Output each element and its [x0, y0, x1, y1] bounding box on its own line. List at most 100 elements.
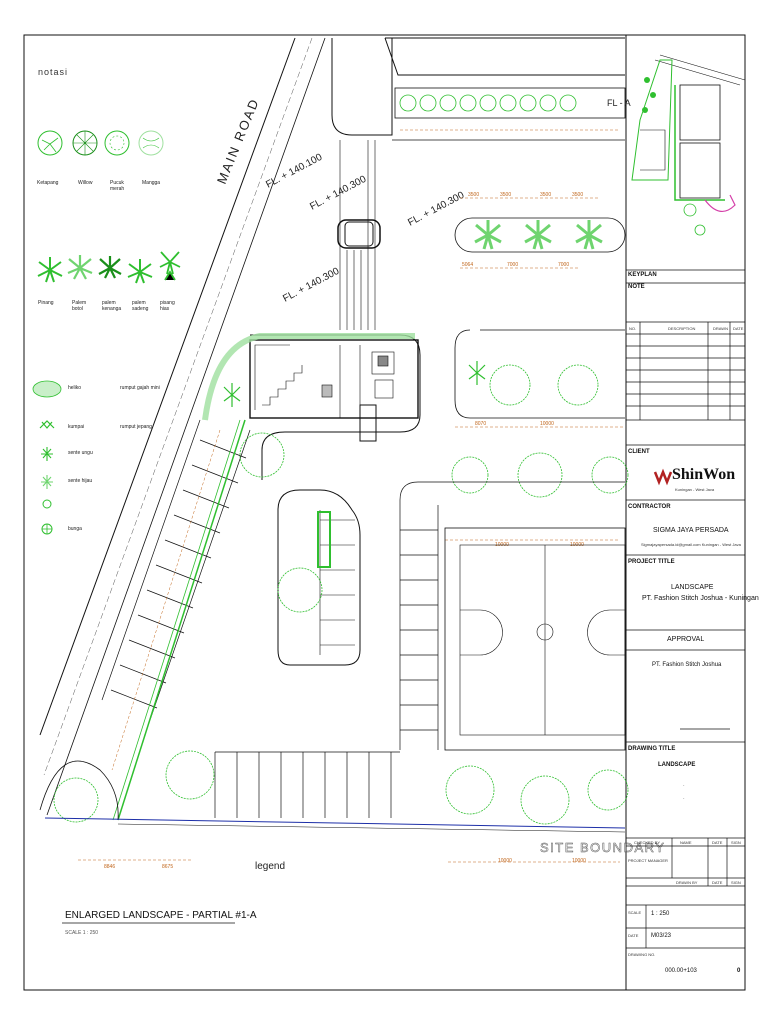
project-title-line1: LANDSCAPE [671, 584, 714, 591]
guard-hedge [202, 333, 415, 421]
legend-shrub-label-3: sente ungu [68, 450, 93, 456]
rev-header-description: DESCRIPTION [668, 326, 696, 331]
keyplan-map [631, 54, 746, 236]
titleblock-grid [626, 269, 745, 949]
boundary-trees [53, 750, 629, 825]
guard-post-building [249, 339, 419, 419]
site-boundary-line-2 [117, 823, 626, 833]
legend-heading: notasi [38, 67, 68, 77]
date-value: M03/23 [651, 933, 672, 939]
main-road-edge-inner [46, 37, 326, 816]
date-label: DATE [628, 933, 639, 938]
approval-label: APPROVAL [667, 636, 705, 643]
front-planter [394, 87, 626, 119]
legend-palm-palem-sadeng-icon [127, 259, 153, 284]
green-curb-line [117, 419, 246, 821]
dim-bottom-left-2: 8675 [162, 864, 173, 870]
dim-bottom-right-1: 10000 [498, 858, 512, 864]
legend-tree-label-1: Ketapang [37, 180, 59, 186]
elevation-label-4: FL. + 140.300 [281, 266, 341, 305]
legend-tree-willow-icon [72, 130, 98, 156]
median-planter [454, 217, 626, 253]
contractor-email: Sigmajayapersada.id@gmail.com Kuningan -… [641, 542, 741, 547]
sports-court-center-circle [536, 623, 554, 641]
legend-palm-label-1: Pinang [38, 300, 54, 306]
rev-header-drawn: DRAWN [713, 326, 728, 331]
bottom-parking-row [214, 751, 400, 818]
dim-top-2: 3500 [500, 192, 511, 198]
legend-palm-palem-kenanga-icon [98, 256, 122, 279]
legend-palm-label-2: Palem botol [72, 300, 87, 312]
legend-tree-pucuk-merah-icon [104, 130, 130, 156]
legend-shrub-kumpai-icon [39, 420, 55, 429]
scale-value: 1 : 250 [651, 911, 670, 917]
sports-court-right-key [587, 609, 625, 656]
guard-post-stairs [254, 344, 395, 418]
legend-palm-label-4: palem sadeng [132, 300, 149, 312]
legend-shrub-sente-hijau-icon [41, 475, 53, 489]
date-header-2: DATE [712, 880, 723, 885]
elevation-label-2: FL. + 140.300 [308, 174, 368, 213]
factory-building-outline [384, 37, 625, 76]
main-road-centerline [43, 37, 313, 776]
dim-park-2: 10000 [540, 421, 554, 427]
dim-bottom-left-1: 8846 [104, 864, 115, 870]
client-address: Kuningan - West Java [675, 487, 715, 492]
rev-header-no: NO. [629, 326, 637, 331]
project-title-label: PROJECT TITLE [628, 559, 675, 565]
legend-tree-mangga-icon [138, 130, 164, 156]
dim-park-1: 8070 [475, 421, 486, 427]
gate-car [344, 221, 374, 247]
revision-value: 0 [737, 968, 741, 974]
diagonal-parking-stalls [101, 419, 251, 721]
shinwon-logo-icon [653, 468, 673, 486]
drawing-no-label: DRAWING NO. [628, 952, 656, 957]
green-curb-line-2 [112, 419, 241, 821]
central-island-tree [277, 567, 323, 613]
parking-trees-right [451, 364, 629, 498]
drawing-scale: SCALE 1 : 250 [65, 930, 98, 936]
legend-tree-label-2: Willow [78, 180, 93, 186]
site-boundary-line [44, 817, 626, 829]
name-header: NAME [680, 840, 692, 845]
guard-post-entry [359, 404, 377, 442]
guard-hedge-plants [223, 361, 486, 407]
main-road-edge-outer [39, 37, 296, 736]
main-road-label: MAIN ROAD [214, 96, 262, 187]
legend-shrub-bunga-icon [41, 499, 53, 535]
contractor-label: CONTRACTOR [628, 504, 671, 510]
planter-tree-row [399, 94, 577, 112]
sports-court-left-key [460, 609, 503, 656]
dim-top-1: 3500 [468, 192, 479, 198]
legend-palm-pinang-icon [37, 257, 63, 283]
date-header-1: DATE [712, 840, 723, 845]
legend-shrub-label-2: kumpai [68, 424, 85, 430]
drawing-title-label: DRAWING TITLE [628, 746, 676, 752]
sports-court-field [459, 544, 626, 736]
legend-tree-label-4: Mangga [142, 180, 161, 186]
guard-side-tree [239, 432, 285, 478]
dim-top-3: 3500 [540, 192, 551, 198]
dimension-lines [78, 129, 625, 863]
drawing-title-dash-1: - [683, 782, 685, 787]
legend-palm-label-3: palem kenanga [102, 300, 122, 312]
entrance-lane-lines [339, 140, 376, 330]
median-palm-trees [474, 220, 603, 250]
central-island-hedge [317, 511, 331, 568]
gate-barrier [337, 219, 381, 249]
approval-name: PT. Fashion Stitch Joshua [652, 662, 722, 668]
dim-bottom-right-2: 10000 [572, 858, 586, 864]
legend-shrub-label-4: sente hijau [68, 478, 93, 484]
project-title-line2: PT. Fashion Stitch Joshua - Kuningan [642, 595, 759, 602]
drawn-by-label: DRAWN BY [676, 880, 698, 885]
checked-by-label: CHECKED BY [634, 840, 661, 845]
note-label: NOTE [628, 284, 645, 290]
legend-shrub-sente-ungu-icon [41, 447, 53, 461]
guard-post-island [250, 334, 421, 480]
legend-tree-ketapang-icon [37, 130, 63, 156]
project-manager-label: PROJECT MANAGER [628, 858, 668, 863]
diagonal-dimension [111, 429, 221, 771]
legend-tree-label-3: Pucuk merah [110, 180, 125, 192]
legend-label: legend [255, 861, 285, 872]
